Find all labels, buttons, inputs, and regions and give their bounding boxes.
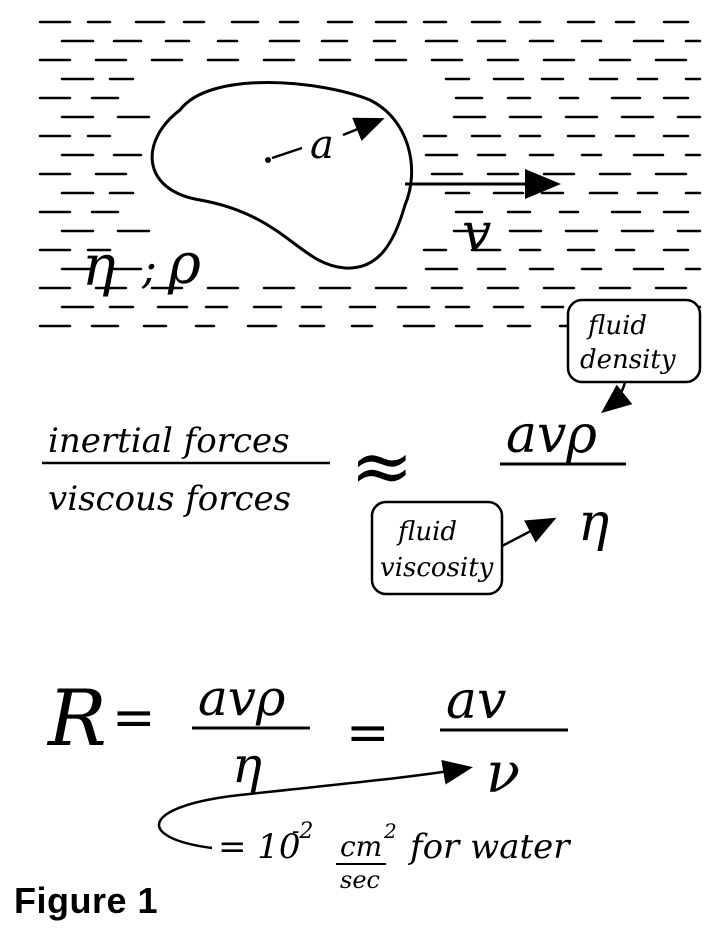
- radius-arrow-left: [271, 146, 303, 160]
- symbol-separator: ;: [141, 243, 157, 294]
- velocity-label: v: [462, 203, 491, 263]
- approx-sign: ≈: [350, 421, 414, 510]
- density-callout-line1: fluid: [586, 311, 647, 341]
- ratio-denominator: viscous forces: [48, 479, 291, 519]
- radius-label: a: [310, 122, 334, 168]
- note-exponent: -2: [292, 819, 313, 844]
- reynolds-symbol: R: [46, 674, 107, 764]
- reynolds-frac1-bottom: η: [232, 736, 262, 794]
- density-callout-line2: density: [580, 345, 676, 375]
- radius-arrow-right: [342, 117, 385, 141]
- reynolds-frac1-top: avρ: [198, 669, 286, 727]
- ratio-numerator: inertial forces: [48, 421, 290, 461]
- fluid-dash-lines: [38, 20, 702, 328]
- density-callout-box: [566, 298, 702, 384]
- nu-note-arrow: [157, 759, 473, 850]
- reynolds-equals-1: =: [112, 688, 156, 748]
- figure-caption: Figure 1: [14, 880, 159, 921]
- rhs-fraction-top: avρ: [506, 405, 597, 465]
- viscosity-symbol: η: [82, 234, 116, 299]
- density-symbol: ρ: [167, 232, 201, 297]
- note-unit-bottom: sec: [340, 866, 380, 894]
- note-unit-top: cm: [340, 830, 382, 863]
- viscosity-callout-line1: fluid: [396, 517, 457, 547]
- reynolds-equals-2: =: [346, 703, 390, 763]
- density-callout-arrow: [601, 381, 633, 414]
- note-equals-value: = 10: [218, 827, 301, 867]
- note-unit-top-exponent: 2: [383, 819, 397, 843]
- reynolds-frac2-top: av: [446, 671, 506, 731]
- object-blob: [150, 81, 413, 270]
- viscosity-callout-line2: viscosity: [380, 553, 494, 583]
- rhs-fraction-bottom: η: [578, 493, 609, 553]
- viscosity-callout-box: [370, 500, 504, 596]
- reynolds-frac2-bottom: ν: [486, 741, 520, 806]
- note-tail: for water: [407, 827, 571, 867]
- center-dot: [265, 157, 271, 163]
- viscosity-callout-arrow: [501, 517, 557, 548]
